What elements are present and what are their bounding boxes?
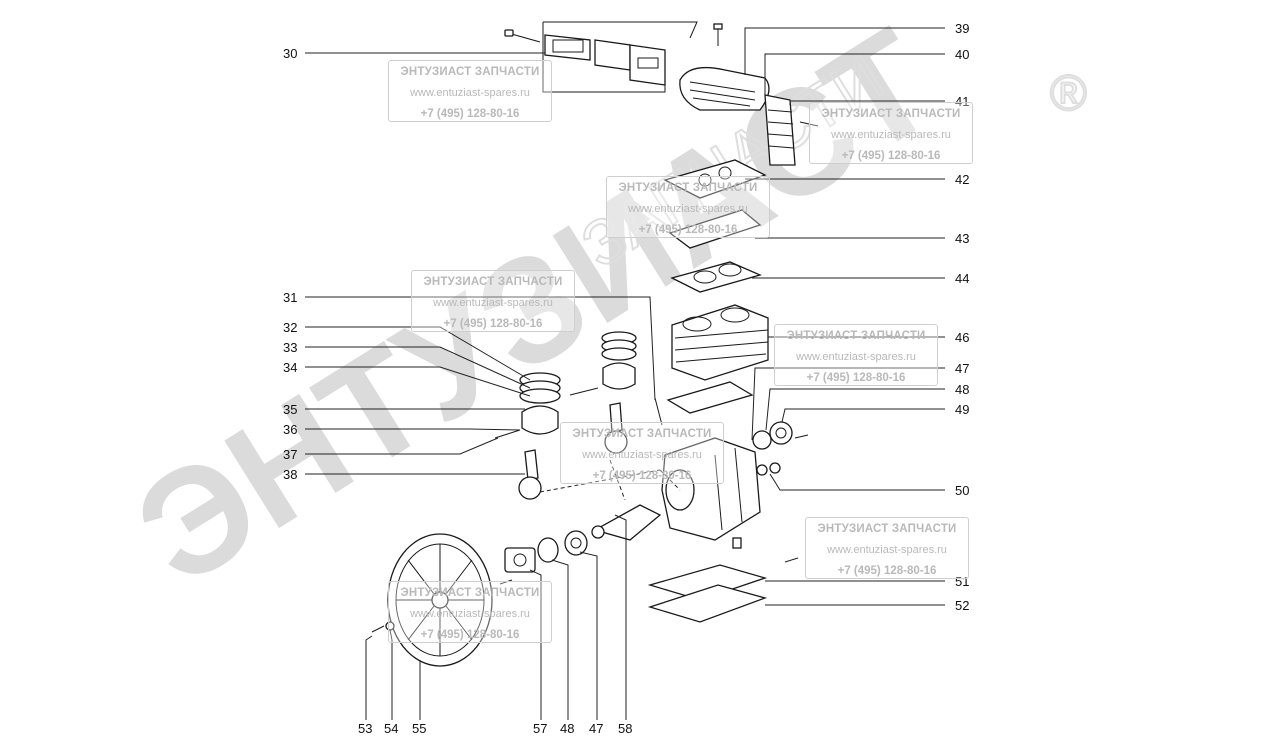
callout-39: 39 [955, 21, 969, 36]
callout-35: 35 [283, 402, 297, 417]
crankshaft [591, 504, 662, 541]
callout-44: 44 [955, 271, 969, 286]
callout-38: 38 [283, 467, 297, 482]
watermark-box-phone: +7 (495) 128-80-16 [420, 629, 520, 641]
watermark-box-phone: +7 (495) 128-80-16 [638, 224, 738, 236]
callout-47-bottom: 47 [589, 721, 603, 736]
watermark-box-phone: +7 (495) 128-80-16 [841, 150, 941, 162]
cylinder-block [671, 304, 769, 381]
callout-36: 36 [283, 422, 297, 437]
base-gasket [666, 381, 754, 414]
callout-labels-left: 30 31 32 33 34 35 36 37 38 [283, 46, 297, 482]
callout-labels-right: 39 40 41 42 43 44 46 47 48 49 50 51 52 [955, 21, 969, 613]
piston-left [494, 372, 599, 439]
callout-48-bottom: 48 [560, 721, 574, 736]
watermark-box-phone: +7 (495) 128-80-16 [806, 372, 906, 384]
watermark-box-phone: +7 (495) 128-80-16 [420, 108, 520, 120]
watermark-box-title: ЭНТУЗИАСТ ЗАПЧАСТИ [572, 428, 712, 440]
cylinder-head [679, 23, 819, 166]
watermark-box: ЭНТУЗИАСТ ЗАПЧАСТИ www.entuziast-spares.… [411, 270, 575, 332]
callout-54: 54 [384, 721, 398, 736]
air-filter-assembly [504, 21, 698, 93]
callout-41: 41 [955, 94, 969, 109]
callout-57: 57 [533, 721, 547, 736]
callout-33: 33 [283, 340, 297, 355]
callout-48: 48 [955, 382, 969, 397]
callout-53: 53 [358, 721, 372, 736]
watermark-box-url: www.entuziast-spares.ru [582, 449, 702, 461]
side-bearings [752, 421, 809, 476]
watermark-box-phone: +7 (495) 128-80-16 [443, 318, 543, 330]
bottom-cover-plates [647, 557, 799, 623]
callout-49: 49 [955, 402, 969, 417]
callout-40: 40 [955, 47, 969, 62]
callout-37: 37 [283, 447, 297, 462]
crankcase [661, 437, 761, 549]
watermark-box-url: www.entuziast-spares.ru [410, 608, 530, 620]
front-bearing-parts [499, 530, 588, 585]
callout-30: 30 [283, 46, 297, 61]
watermark-box-title: ЭНТУЗИАСТ ЗАПЧАСТИ [821, 108, 961, 120]
watermark-box-url: www.entuziast-spares.ru [831, 129, 951, 141]
watermark-box-url: www.entuziast-spares.ru [628, 203, 748, 215]
callout-55: 55 [412, 721, 426, 736]
valve-plates [663, 159, 767, 249]
watermark-registered-mark: ® [1050, 65, 1087, 121]
callout-52: 52 [955, 598, 969, 613]
watermark-box: ЭНТУЗИАСТ ЗАПЧАСТИ www.entuziast-spares.… [805, 517, 969, 579]
callout-46: 46 [955, 330, 969, 345]
callout-50: 50 [955, 483, 969, 498]
callout-43: 43 [955, 231, 969, 246]
callout-31: 31 [283, 290, 297, 305]
watermark-box-url: www.entuziast-spares.ru [410, 87, 530, 99]
watermark-box: ЭНТУЗИАСТ ЗАПЧАСТИ www.entuziast-spares.… [560, 422, 724, 484]
watermark-box: ЭНТУЗИАСТ ЗАПЧАСТИ www.entuziast-spares.… [388, 581, 552, 643]
callout-34: 34 [283, 360, 297, 375]
watermark-box: ЭНТУЗИАСТ ЗАПЧАСТИ www.entuziast-spares.… [774, 324, 938, 386]
callout-58: 58 [618, 721, 632, 736]
watermark-box-title: ЭНТУЗИАСТ ЗАПЧАСТИ [817, 523, 957, 535]
watermark-box-title: ЭНТУЗИАСТ ЗАПЧАСТИ [400, 587, 540, 599]
watermark-box-phone: +7 (495) 128-80-16 [837, 565, 937, 577]
watermark-box-title: ЭНТУЗИАСТ ЗАПЧАСТИ [786, 330, 926, 342]
watermark-box: ЭНТУЗИАСТ ЗАПЧАСТИ www.entuziast-spares.… [388, 60, 552, 122]
watermark-box: ЭНТУЗИАСТ ЗАПЧАСТИ www.entuziast-spares.… [606, 176, 770, 238]
watermark-box-title: ЭНТУЗИАСТ ЗАПЧАСТИ [423, 276, 563, 288]
watermark-box-url: www.entuziast-spares.ru [796, 351, 916, 363]
watermark-box-title: ЭНТУЗИАСТ ЗАПЧАСТИ [618, 182, 758, 194]
callout-47: 47 [955, 361, 969, 376]
watermark-box-phone: +7 (495) 128-80-16 [592, 470, 692, 482]
watermark-box-url: www.entuziast-spares.ru [827, 544, 947, 556]
leader-lines [305, 27, 945, 720]
watermark-box-title: ЭНТУЗИАСТ ЗАПЧАСТИ [400, 66, 540, 78]
callout-32: 32 [283, 320, 297, 335]
watermark-box: ЭНТУЗИАСТ ЗАПЧАСТИ www.entuziast-spares.… [809, 102, 973, 164]
callout-51: 51 [955, 574, 969, 589]
callout-labels-bottom: 53 54 55 57 48 47 58 [358, 721, 632, 736]
callout-42: 42 [955, 172, 969, 187]
piston-right [601, 331, 637, 390]
watermark-box-url: www.entuziast-spares.ru [433, 297, 553, 309]
connecting-rods [518, 397, 663, 500]
head-gasket [670, 261, 762, 293]
